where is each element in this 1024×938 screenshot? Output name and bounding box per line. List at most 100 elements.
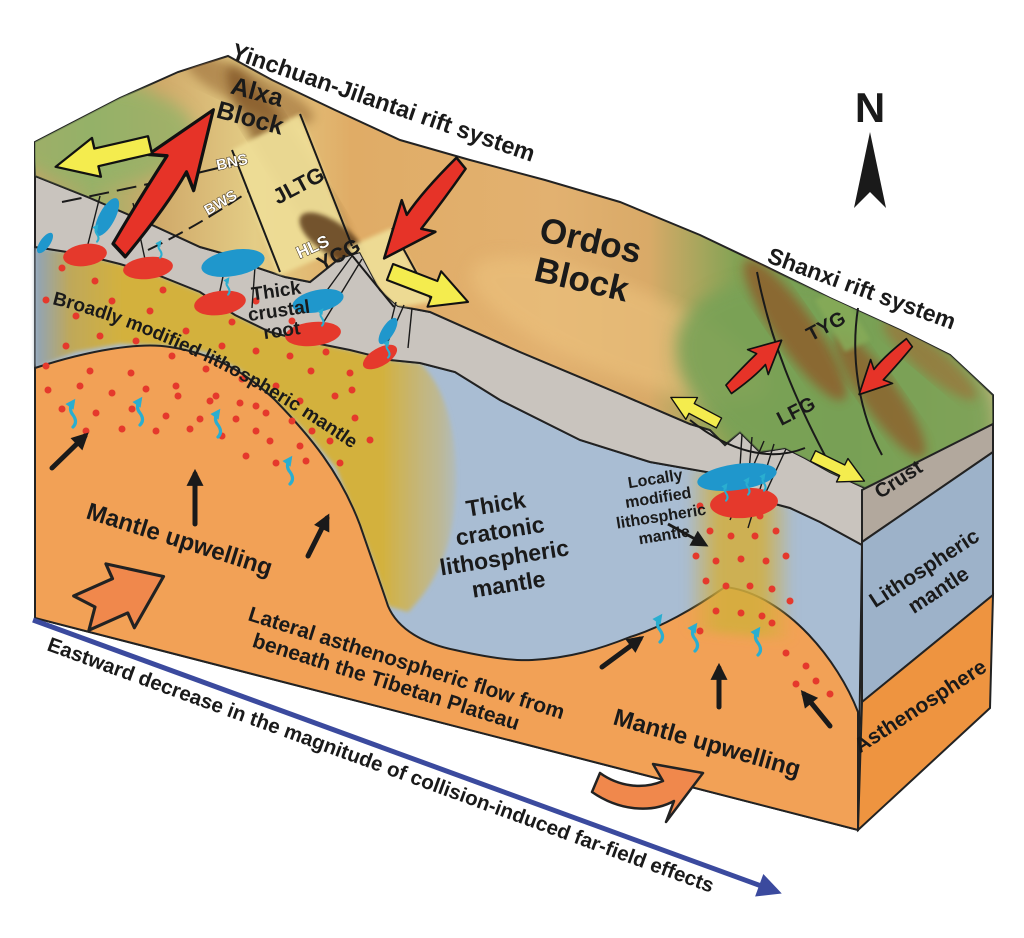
melt-dot bbox=[786, 597, 794, 605]
melt-dot bbox=[172, 382, 180, 390]
melt-dot bbox=[712, 557, 720, 565]
melt-dot bbox=[272, 459, 280, 467]
melt-dot bbox=[751, 532, 759, 540]
melt-dot bbox=[118, 425, 126, 433]
melt-dot bbox=[238, 375, 246, 383]
melt-dot bbox=[92, 409, 100, 417]
melt-dot bbox=[758, 612, 766, 620]
melt-dot bbox=[72, 312, 80, 320]
melt-dot bbox=[252, 297, 260, 305]
melt-dot bbox=[252, 427, 260, 435]
melt-dot bbox=[58, 264, 66, 272]
magma-intrusion bbox=[36, 232, 54, 254]
side-face bbox=[856, 422, 995, 833]
jltg-fault-east bbox=[299, 113, 353, 247]
melt-dot bbox=[296, 397, 304, 405]
locally-modified-pointer-arrow bbox=[667, 522, 709, 547]
melt-dot bbox=[168, 352, 176, 360]
broadly-modified-mantle-zone bbox=[35, 247, 457, 612]
melt-dot bbox=[746, 582, 754, 590]
melt-dot bbox=[196, 415, 204, 423]
magma-intrusion bbox=[378, 317, 398, 345]
lfg-bounding-fault bbox=[689, 419, 806, 456]
magma-intrusion bbox=[201, 249, 265, 277]
melt-dot bbox=[331, 392, 339, 400]
melt-dot bbox=[826, 690, 834, 698]
melt-dot bbox=[782, 552, 790, 560]
melt-dot bbox=[162, 412, 170, 420]
melt-dot bbox=[286, 352, 294, 360]
melt-dot bbox=[232, 415, 240, 423]
melt-dot bbox=[236, 399, 244, 407]
melt-dot bbox=[768, 585, 776, 593]
melt-dot bbox=[722, 582, 730, 590]
melt-pocket bbox=[194, 290, 246, 316]
melt-dot bbox=[96, 332, 104, 340]
melt-dot bbox=[186, 425, 194, 433]
melt-dot bbox=[252, 347, 260, 355]
melt-dot bbox=[288, 417, 296, 425]
melt-dot bbox=[326, 437, 334, 445]
magma-intrusion bbox=[94, 198, 120, 236]
melt-dot bbox=[296, 442, 304, 450]
asthenosphere-side-band bbox=[856, 592, 995, 833]
melt-dot bbox=[128, 405, 136, 413]
melt-dot bbox=[302, 457, 310, 465]
melt-dot bbox=[242, 452, 250, 460]
melt-pocket bbox=[63, 243, 107, 267]
melt-dot bbox=[108, 389, 116, 397]
melt-dot bbox=[202, 365, 210, 373]
melt-dot bbox=[308, 427, 316, 435]
melt-dot bbox=[206, 397, 214, 405]
melt-dot bbox=[712, 607, 720, 615]
melt-dot bbox=[174, 392, 182, 400]
melt-dot bbox=[86, 367, 94, 375]
melt-dot bbox=[82, 427, 90, 435]
north-indicator: N bbox=[854, 84, 886, 208]
melt-dots bbox=[42, 264, 834, 698]
label-ordos-block: OrdosBlock bbox=[527, 210, 645, 310]
melt-pocket bbox=[123, 256, 173, 280]
melt-dot bbox=[696, 627, 704, 635]
melt-dot bbox=[58, 405, 66, 413]
melt-dot bbox=[348, 386, 356, 394]
shanxi-ridge-west bbox=[743, 259, 847, 401]
melt-dot bbox=[288, 317, 296, 325]
magma-intrusion bbox=[292, 288, 344, 314]
melt-dot bbox=[351, 414, 359, 422]
melt-dot bbox=[228, 318, 236, 326]
melt-dot bbox=[322, 348, 330, 356]
shanxi-fault-1 bbox=[756, 271, 831, 466]
melt-pocket bbox=[285, 321, 341, 347]
eastward-gradient-arrow bbox=[32, 617, 782, 897]
melt-dot bbox=[108, 297, 116, 305]
shanxi-ridge-east bbox=[834, 332, 926, 458]
jltg-fault-west bbox=[231, 149, 281, 273]
melt-dot bbox=[802, 662, 810, 670]
melt-dot bbox=[706, 527, 714, 535]
melt-dot bbox=[792, 680, 800, 688]
melt-dot bbox=[146, 307, 154, 315]
magma-intrusion-shanxi bbox=[697, 462, 777, 492]
melt-dot bbox=[772, 527, 780, 535]
melt-dot bbox=[737, 609, 745, 617]
north-label: N bbox=[855, 84, 885, 131]
melt-dot bbox=[152, 427, 160, 435]
melt-dot bbox=[42, 362, 50, 370]
melt-dot bbox=[336, 459, 344, 467]
melt-dot bbox=[346, 369, 354, 377]
melt-dot bbox=[272, 382, 280, 390]
asthenospheric-flow-arrows bbox=[65, 542, 705, 824]
melt-dot bbox=[212, 392, 220, 400]
melt-dot bbox=[76, 382, 84, 390]
upwelling-arrows bbox=[49, 432, 833, 729]
melt-dot bbox=[366, 436, 374, 444]
melt-dot bbox=[762, 557, 770, 565]
melt-dot bbox=[182, 327, 190, 335]
melt-dot bbox=[262, 409, 270, 417]
melt-dot bbox=[812, 677, 820, 685]
melt-dot bbox=[127, 369, 135, 377]
melt-dot bbox=[692, 552, 700, 560]
